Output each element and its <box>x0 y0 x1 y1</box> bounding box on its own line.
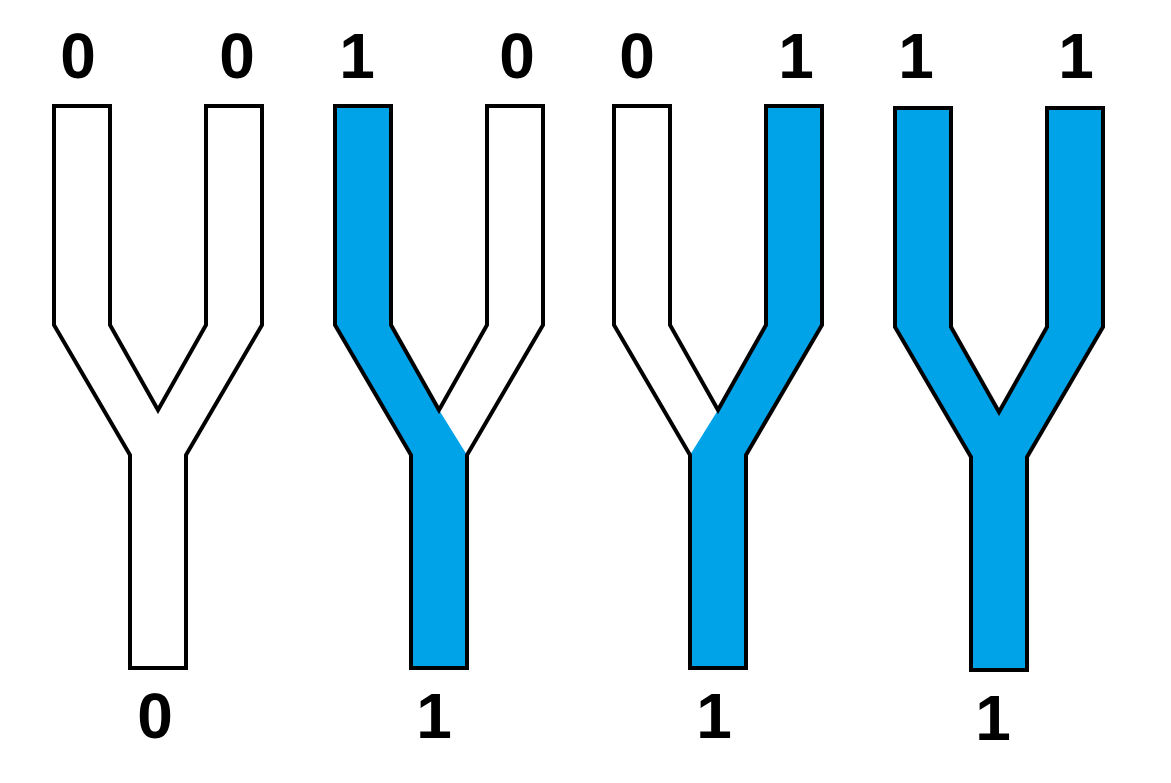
gate-11-pipe-outline <box>893 106 1105 672</box>
gate-00-output-label: 0 <box>137 680 173 752</box>
gate-11-input-left-label: 1 <box>898 20 934 92</box>
gate-10-output-label: 1 <box>416 680 452 752</box>
gate-01-output-label: 1 <box>696 680 732 752</box>
gate-00: 0 0 0 <box>52 20 264 752</box>
gate-10-left-branch-fill <box>335 106 467 455</box>
gate-01-pipe-outline <box>612 104 824 670</box>
gate-11-output-label: 1 <box>975 682 1011 754</box>
gate-11-output-fill <box>971 457 1027 670</box>
gate-01-output-fill <box>690 455 746 668</box>
gate-10-input-right-label: 0 <box>499 20 535 92</box>
gate-00-input-right-label: 0 <box>219 20 255 92</box>
gate-00-input-left-label: 0 <box>60 20 96 92</box>
gate-01-input-right-label: 1 <box>778 20 814 92</box>
gate-00-pipe-outline <box>52 104 264 670</box>
gate-01-input-left-label: 0 <box>619 20 655 92</box>
gate-11: 1 1 1 <box>893 20 1105 754</box>
gate-11-input-right-label: 1 <box>1058 20 1094 92</box>
gate-00-pipe-fill-white <box>54 106 262 668</box>
gate-11-right-branch-fill <box>971 108 1103 457</box>
gate-10: 1 0 1 <box>333 20 545 752</box>
gate-01-right-branch-fill <box>690 106 822 455</box>
gate-10-output-fill <box>411 455 467 668</box>
gate-10-pipe-outline <box>333 104 545 670</box>
gate-11-left-branch-fill <box>895 108 1027 457</box>
gate-10-input-left-label: 1 <box>339 20 375 92</box>
gate-01: 0 1 1 <box>612 20 824 752</box>
